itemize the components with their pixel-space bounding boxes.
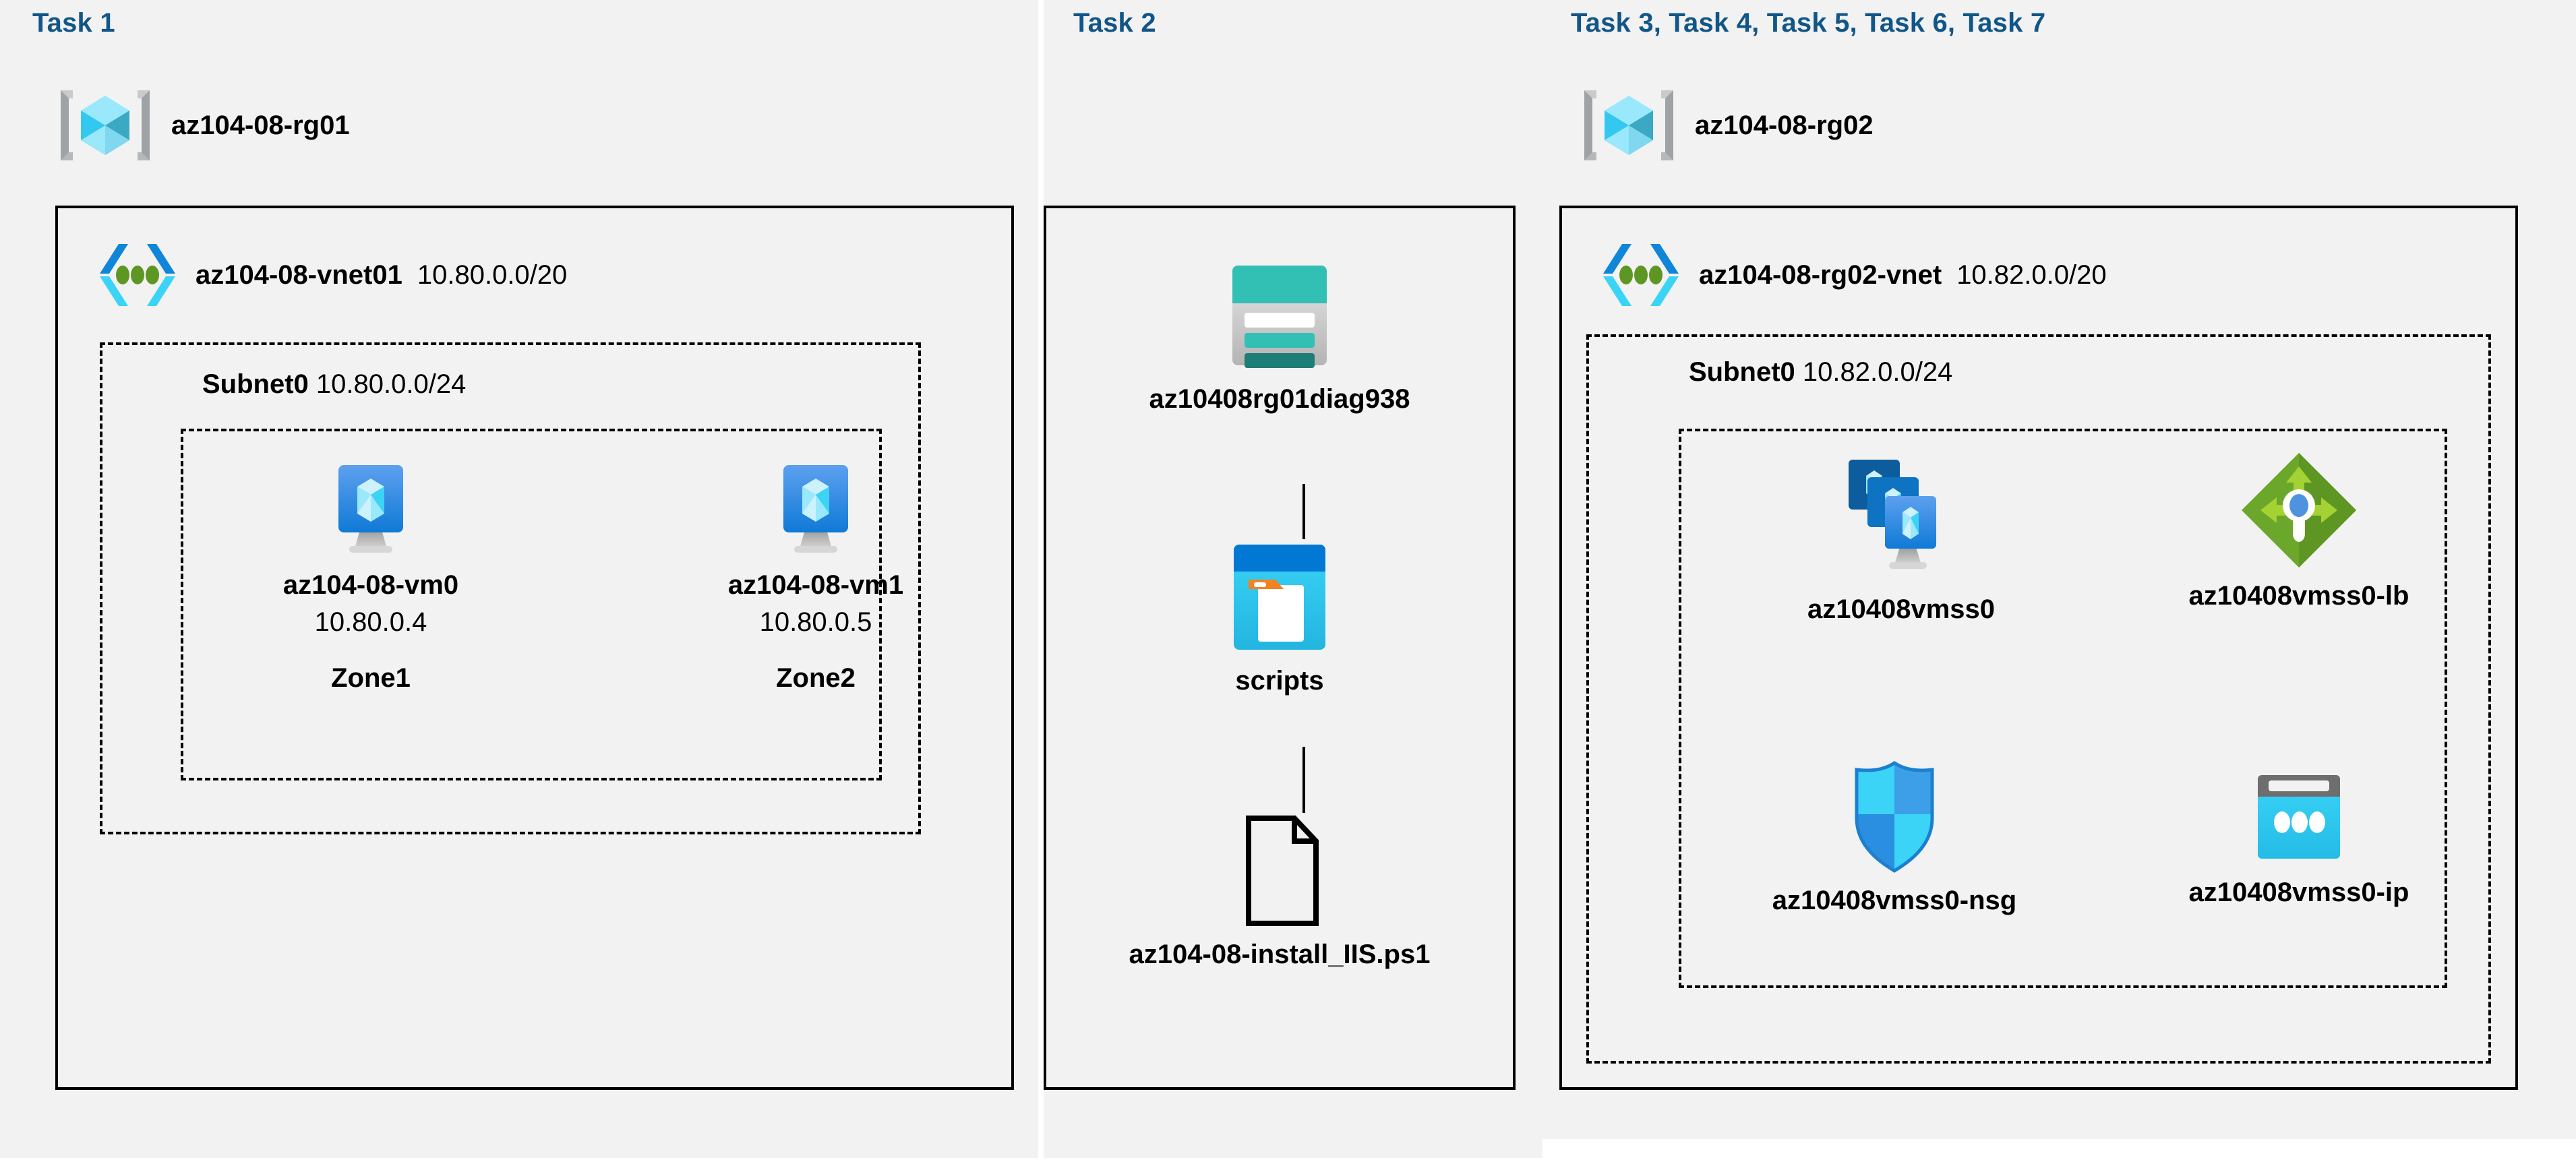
storage-account-icon [1222, 257, 1338, 373]
subnet-cidr: 10.80.0.0/24 [316, 369, 467, 399]
resource-group-header-rg02: az104-08-rg02 [1578, 88, 1874, 163]
task1-title: Task 1 [32, 8, 115, 38]
subnet-label-rg02: Subnet0 10.82.0.0/24 [1689, 357, 1952, 388]
resource-group-icon [1578, 88, 1680, 163]
subnet-box-rg01 [100, 342, 921, 834]
node-vm0[interactable]: az104-08-vm0 10.80.0.4 Zone1 [270, 460, 472, 694]
subnet-name: Subnet0 [202, 369, 309, 399]
vm-zone: Zone2 [776, 663, 856, 693]
vnet-header-vnet01: az104-08-vnet01 10.80.0.0/20 [94, 237, 567, 313]
subnet-name: Subnet0 [1689, 357, 1795, 387]
subnet-cidr: 10.82.0.0/24 [1802, 357, 1953, 387]
resource-group-header-rg01: az104-08-rg01 [54, 88, 350, 163]
vm-zone: Zone1 [331, 663, 411, 693]
resource-group-icon [54, 88, 156, 163]
blob-container-icon [1226, 539, 1334, 655]
network-security-group-icon [1843, 759, 1946, 875]
vnet-box-rg01 [55, 206, 1014, 1090]
storage-account-name: az10408rg01diag938 [1149, 384, 1410, 414]
node-load-balancer[interactable]: az10408vmss0-lb [2157, 450, 2440, 611]
node-storage-account[interactable]: az10408rg01diag938 [1149, 257, 1410, 415]
connector-scripts-to-file [1302, 747, 1305, 813]
virtual-machine-icon [330, 460, 411, 559]
node-public-ip[interactable]: az10408vmss0-ip [2157, 768, 2440, 908]
vnet-cidr: 10.82.0.0/20 [1956, 259, 2107, 290]
virtual-network-icon [1598, 237, 1684, 313]
resource-group-name: az104-08-rg02 [1695, 110, 1874, 140]
resource-group-box-rg02 [1679, 429, 2447, 988]
node-vm1[interactable]: az104-08-vm1 10.80.0.5 Zone2 [715, 460, 917, 694]
task3to7-title: Task 3, Task 4, Task 5, Task 6, Task 7 [1571, 8, 2046, 38]
load-balancer-name: az10408vmss0-lb [2188, 581, 2409, 611]
vnet-name: az104-08-vnet01 [196, 259, 402, 290]
vnet-header-rg02: az104-08-rg02-vnet 10.82.0.0/20 [1598, 237, 2107, 313]
public-ip-address-icon [2250, 768, 2348, 867]
vnet-cidr: 10.80.0.0/20 [417, 259, 568, 290]
blob-container-name: scripts [1235, 666, 1324, 696]
vnet-box-rg02 [1559, 206, 2518, 1090]
vm-scale-set-icon [1840, 456, 1962, 584]
script-file-name: az104-08-install_IIS.ps1 [1129, 940, 1431, 969]
node-blob-container[interactable]: scripts [1178, 539, 1381, 696]
nsg-name: az10408vmss0-nsg [1772, 886, 2017, 915]
vm-name: az104-08-vm0 [282, 570, 459, 600]
vmss-name: az10408vmss0 [1807, 594, 1996, 624]
node-script-file[interactable]: az104-08-install_IIS.ps1 [1129, 813, 1430, 970]
script-file-icon [1235, 813, 1324, 929]
node-vmss[interactable]: az10408vmss0 [1766, 456, 2036, 625]
vm-ip: 10.80.0.5 [759, 607, 872, 637]
resource-group-name: az104-08-rg01 [171, 110, 350, 140]
subnet-box-rg02 [1586, 334, 2491, 1064]
vnet-name: az104-08-rg02-vnet [1699, 259, 1942, 290]
node-nsg[interactable]: az10408vmss0-nsg [1739, 759, 2049, 916]
virtual-machine-icon [775, 460, 856, 559]
load-balancer-icon [2239, 450, 2359, 570]
vm-ip: 10.80.0.4 [314, 607, 427, 637]
virtual-network-icon [94, 237, 181, 313]
connector-storage-to-scripts [1302, 484, 1305, 539]
subnet-label-rg01: Subnet0 10.80.0.0/24 [202, 369, 466, 400]
vm-group-box-rg01 [181, 429, 882, 780]
vm-name: az104-08-vm1 [727, 570, 904, 600]
task2-title: Task 2 [1073, 8, 1156, 38]
public-ip-name: az10408vmss0-ip [2188, 878, 2409, 907]
